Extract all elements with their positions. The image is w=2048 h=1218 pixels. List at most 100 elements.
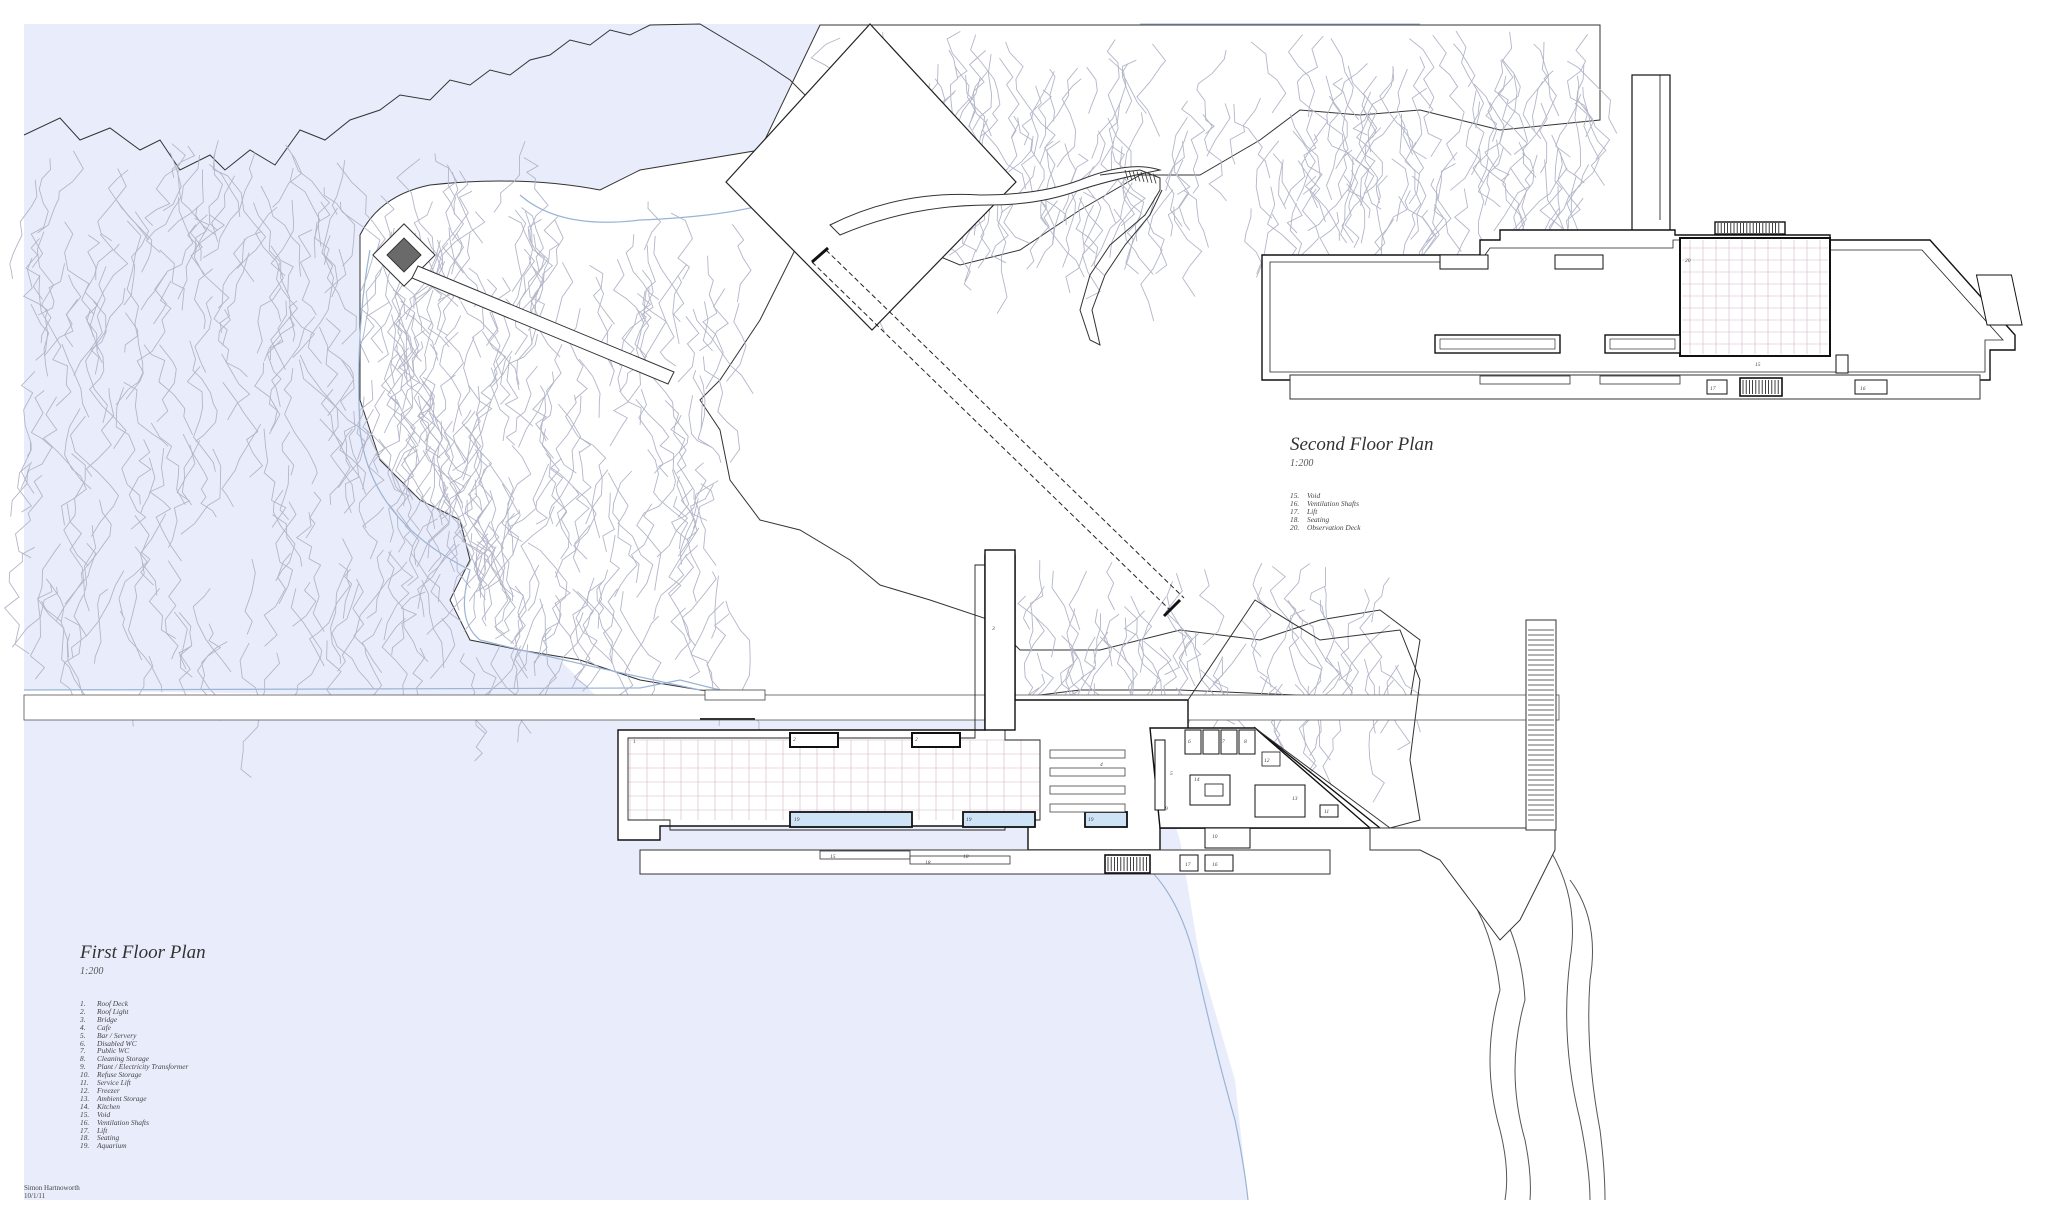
drawing-date: 10/1/11 [24, 1192, 46, 1200]
contour-line [194, 206, 207, 250]
room-tag: 3 [991, 626, 995, 632]
contour-line [1577, 94, 1611, 160]
contour-line [1240, 619, 1274, 702]
aquarium-1 [789, 811, 913, 828]
contour-line [401, 445, 424, 565]
contour-line [85, 387, 115, 477]
contour-line [115, 387, 141, 505]
contour-line [1379, 66, 1412, 148]
legend-item: 7.Public WC [80, 1047, 188, 1055]
contour-line [442, 164, 464, 241]
contour-line [1304, 175, 1340, 241]
contour-line [36, 583, 88, 700]
contour-line [1325, 75, 1348, 201]
contour-line [124, 220, 142, 353]
contour-line [182, 433, 217, 518]
legend-number: 16. [80, 1117, 90, 1127]
contour-line [1412, 56, 1443, 157]
contour-line [636, 469, 676, 591]
contour-line [397, 313, 420, 370]
contour-line [263, 428, 287, 528]
hatch-line [1136, 171, 1141, 182]
contour-line [490, 356, 512, 442]
contour-line [1113, 208, 1154, 275]
bridge-edge-1 [811, 261, 1171, 611]
contour-line [954, 66, 992, 137]
contour-line [194, 296, 213, 373]
contour-line [380, 347, 410, 394]
room-tag: 5 [1170, 771, 1173, 777]
contour-line [635, 399, 690, 518]
legend-number: 1. [80, 999, 86, 1008]
contour-line [462, 385, 483, 488]
contour-line [444, 441, 472, 500]
contour-line [430, 573, 463, 623]
contour-line [505, 365, 538, 446]
contour-line [468, 490, 504, 602]
contour-line [1345, 624, 1391, 694]
contour-line [1494, 59, 1529, 155]
legend-number: 17. [1290, 506, 1300, 516]
room-tag: 20 [1685, 258, 1691, 264]
tower-stair-hatching [1528, 629, 1554, 821]
legend-label: Void [1307, 491, 1321, 500]
room-tag: 2 [793, 737, 796, 743]
contour-line [38, 263, 66, 316]
contour-line [403, 449, 419, 501]
legend-label: Seating [97, 1133, 120, 1143]
legend-label: Lift [1307, 506, 1318, 516]
legend-item: 14.Kitchen [80, 1102, 188, 1111]
contour-line [1541, 41, 1560, 117]
hatch-line [1152, 173, 1157, 184]
contour-line [1044, 140, 1056, 244]
upper-seating-bench [1599, 375, 1681, 385]
contour-line [88, 342, 127, 450]
contour-line [1396, 68, 1414, 155]
contour-line [361, 617, 383, 673]
contour-line [66, 503, 90, 612]
contour-line [1319, 599, 1342, 693]
room-tag: 15 [830, 854, 836, 860]
contour-line [148, 588, 177, 639]
contour-line [270, 245, 294, 293]
contour-line [405, 240, 441, 320]
contour-line [449, 496, 468, 573]
room-tag: 19 [1088, 817, 1094, 823]
contour-line [1327, 95, 1375, 195]
contour-line [644, 367, 689, 478]
room-tag: 9 [1165, 806, 1168, 812]
contour-line [283, 368, 318, 485]
contour-line [289, 167, 321, 259]
contour-line [1093, 613, 1101, 664]
contour-line [509, 586, 527, 689]
legend-item: 5.Bar / Servery [80, 1031, 188, 1040]
contour-line [17, 461, 33, 513]
contour-line [456, 170, 484, 244]
contour-line [64, 221, 95, 315]
legend-item: 20.Observation Deck [1290, 523, 1361, 532]
contour-line [1539, 102, 1548, 174]
contour-line [356, 390, 386, 460]
room-tag: 19 [794, 817, 800, 823]
upper-ventilation [1854, 379, 1888, 395]
contour-line [407, 518, 439, 587]
contour-line [692, 370, 704, 429]
coast-line-segment [1549, 849, 1606, 1201]
contour-line [392, 289, 422, 362]
contour-line [1288, 609, 1312, 698]
contour-line [324, 248, 347, 294]
hatch-line [1132, 170, 1137, 182]
legend-item: 6.Disabled WC [80, 1039, 188, 1048]
room-tag: 15 [1755, 362, 1761, 368]
freezer [1261, 751, 1281, 767]
contour-line [167, 440, 201, 548]
contour-line [1497, 31, 1529, 143]
contour-line [487, 278, 520, 385]
contour-line [598, 534, 623, 664]
contour-line [390, 363, 403, 405]
contour-line [511, 644, 529, 700]
legend-item: 2.Roof Light [80, 1007, 188, 1016]
contour-line [1477, 147, 1504, 208]
contour-line [419, 315, 450, 348]
